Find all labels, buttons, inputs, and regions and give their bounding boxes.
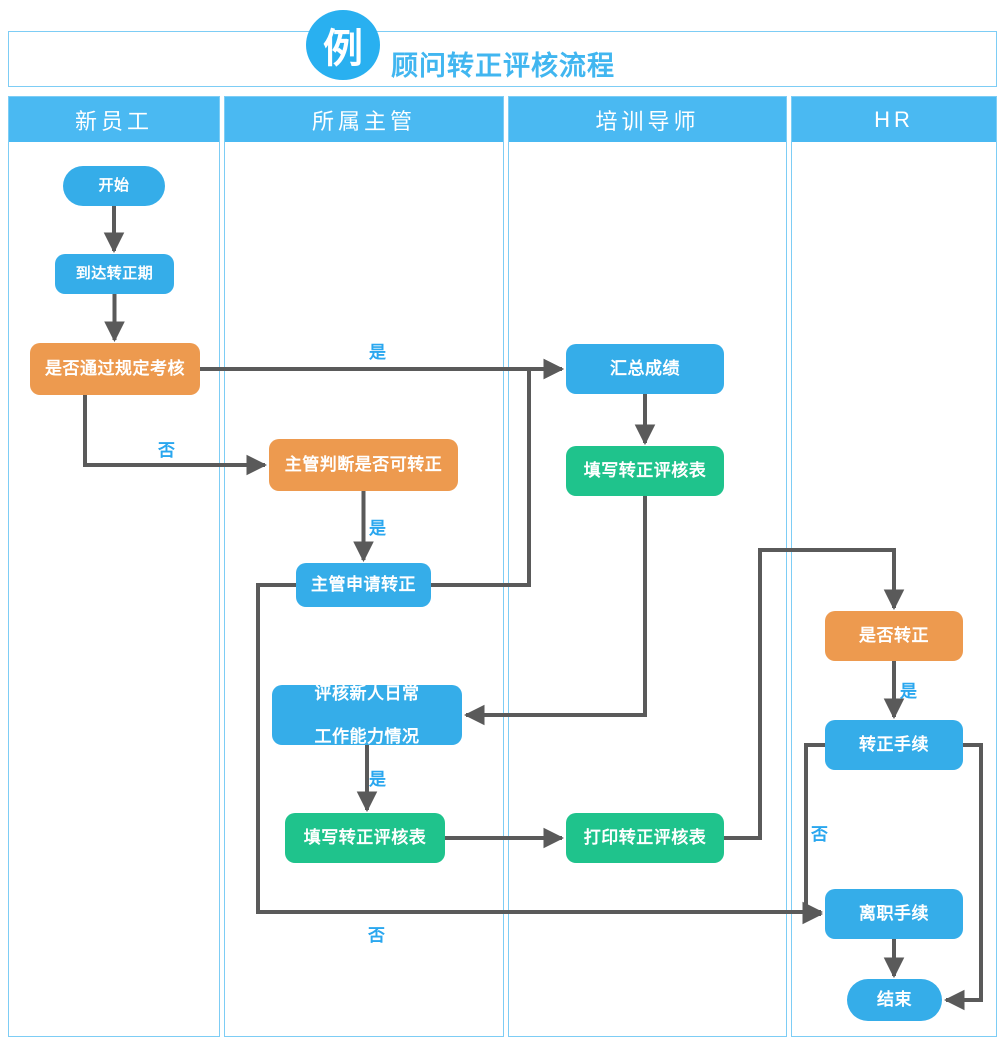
edge-label-yes-sup-judge: 是 [369, 519, 386, 538]
node-fill-form-trainer[interactable]: 填写转正评核表 [566, 446, 724, 496]
edge-label-no-sup-loop: 否 [368, 926, 385, 945]
node-label: 离职手续 [859, 904, 929, 924]
edge-label-yes-hr-decide: 是 [900, 682, 917, 701]
node-label: 到达转正期 [75, 264, 154, 282]
node-sum-score[interactable]: 汇总成绩 [566, 344, 724, 394]
node-label: 是否通过规定考核 [45, 359, 185, 379]
node-label: 是否转正 [859, 626, 929, 646]
page-title: 顾问转正评核流程 [391, 51, 615, 81]
node-review-daily[interactable]: 评核新人日常工作能力情况 [272, 684, 462, 746]
node-probation-due[interactable]: 到达转正期 [55, 254, 174, 294]
example-badge: 例 [306, 10, 380, 80]
node-fill-form-sup[interactable]: 填写转正评核表 [285, 813, 445, 863]
node-label: 填写转正评核表 [583, 461, 707, 481]
node-start[interactable]: 开始 [63, 166, 165, 206]
edge-label-no-pass-exam: 否 [158, 441, 175, 460]
lane-header-label: 所属主管 [225, 97, 503, 142]
node-sup-apply[interactable]: 主管申请转正 [296, 563, 431, 607]
title-bar [8, 31, 997, 87]
node-label: 评核新人日常 [314, 684, 420, 704]
node-label: 转正手续 [859, 735, 929, 755]
lane-header-label: 新员工 [9, 97, 219, 142]
node-print-form[interactable]: 打印转正评核表 [566, 813, 724, 863]
lane-trainer: 培训导师 [508, 96, 787, 1037]
node-sup-judge[interactable]: 主管判断是否可转正 [269, 439, 458, 491]
lane-header-label: 培训导师 [509, 97, 786, 142]
node-regular-process[interactable]: 转正手续 [825, 720, 963, 770]
edge-label-yes-review: 是 [369, 770, 386, 789]
lane-new-employee: 新员工 [8, 96, 220, 1037]
node-label: 汇总成绩 [610, 359, 680, 379]
edge-label-no-hr-regular: 否 [811, 825, 828, 844]
node-label: 打印转正评核表 [583, 828, 707, 848]
node-pass-exam[interactable]: 是否通过规定考核 [30, 343, 200, 395]
node-label: 填写转正评核表 [303, 828, 427, 848]
node-label: 工作能力情况 [314, 726, 420, 746]
node-label: 主管判断是否可转正 [284, 455, 443, 475]
node-label: 结束 [877, 990, 912, 1010]
node-label: 主管申请转正 [311, 575, 416, 595]
edge-label-yes-pass-exam: 是 [369, 343, 386, 362]
node-label: 开始 [98, 176, 130, 194]
node-leave-process[interactable]: 离职手续 [825, 889, 963, 939]
node-hr-decide[interactable]: 是否转正 [825, 611, 963, 661]
node-end[interactable]: 结束 [847, 979, 942, 1021]
lane-header-label: HR [792, 97, 996, 142]
